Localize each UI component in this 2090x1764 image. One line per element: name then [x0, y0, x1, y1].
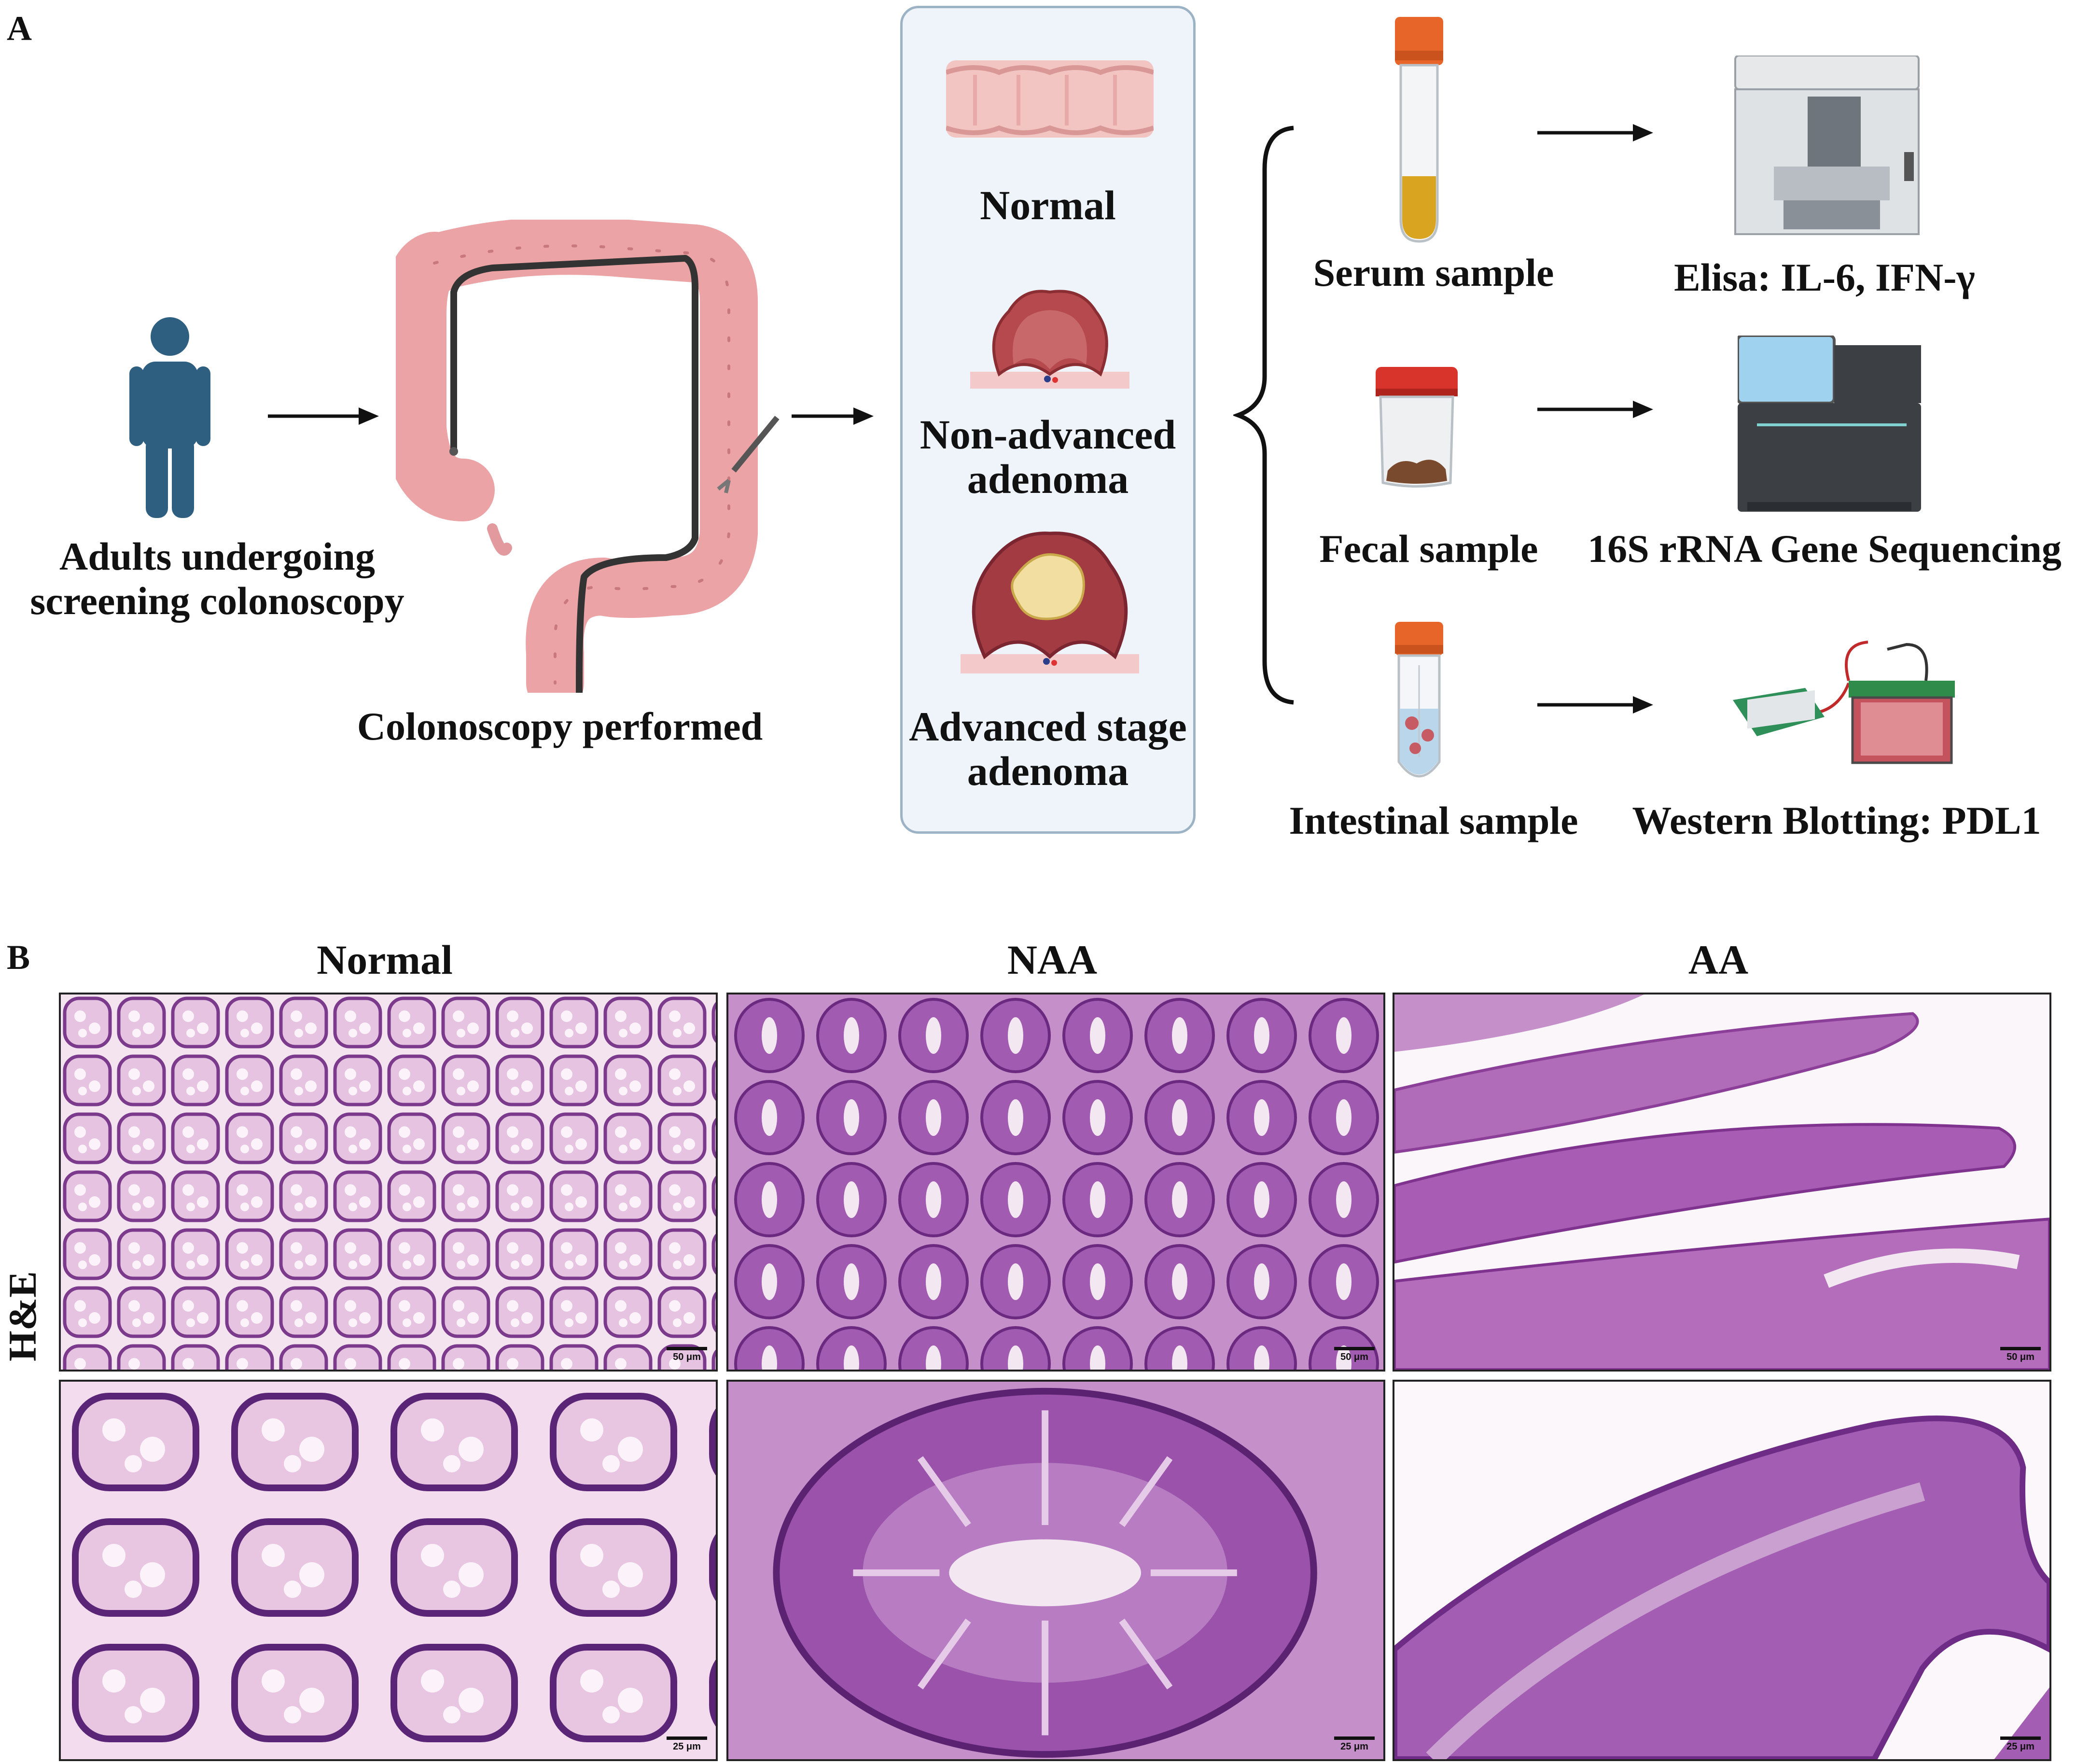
- serum-sample-label: Serum sample: [1313, 251, 1554, 294]
- scale-bar: 25 μm: [1334, 1736, 1375, 1752]
- arrow-icon: [1537, 401, 1653, 418]
- scale-bar: 50 μm: [2000, 1347, 2041, 1363]
- sequencer-icon: [1738, 336, 1921, 512]
- arrow-icon: [1537, 124, 1653, 141]
- naa-polyp-icon: [970, 290, 1129, 389]
- he-tile-naa-high: 25 μm: [726, 1380, 1385, 1761]
- arrow-icon: [1537, 696, 1653, 714]
- western-label: Western Blotting: PDL1: [1632, 798, 2041, 842]
- he-tile-naa-low: 50 μm: [726, 993, 1385, 1372]
- person-label-line2: screening colonoscopy: [30, 579, 404, 623]
- serum-tube-icon: [1395, 17, 1443, 243]
- stage-naa-label-line2: adenoma: [967, 456, 1129, 502]
- intestinal-sample-label: Intestinal sample: [1289, 798, 1578, 842]
- western-blot-icon: [1733, 641, 1955, 764]
- row-label-he: H&E: [0, 1271, 44, 1361]
- fecal-sample-label: Fecal sample: [1319, 527, 1538, 571]
- stage-normal-label: Normal: [980, 182, 1116, 228]
- scale-bar: 25 μm: [2000, 1736, 2041, 1752]
- stage-aa-label-line2: adenoma: [967, 748, 1129, 794]
- panel-a-letter: A: [7, 9, 32, 48]
- scale-bar: 50 μm: [667, 1347, 707, 1363]
- fecal-container-icon: [1376, 367, 1458, 488]
- normal-mucosa-icon: [946, 60, 1154, 138]
- he-tile-normal-high: 25 μm: [59, 1380, 718, 1761]
- elisa-label: Elisa: IL-6, IFN-γ: [1674, 255, 1975, 299]
- intestinal-tube-icon: [1395, 622, 1443, 778]
- panel-b-letter: B: [7, 938, 30, 977]
- stage-naa-label-line1: Non-advanced: [920, 411, 1176, 458]
- colon-label: Colonoscopy performed: [357, 704, 763, 748]
- he-tile-normal-low: 50 μm: [59, 993, 718, 1372]
- arrow-icon: [792, 407, 874, 425]
- column-header-naa: NAA: [1007, 937, 1098, 983]
- column-header-aa: AA: [1688, 937, 1749, 983]
- sequencing-label: 16S rRNA Gene Sequencing: [1588, 527, 2062, 571]
- person-label-line1: Adults undergoing: [59, 534, 375, 578]
- person-icon: [129, 317, 210, 518]
- brace-icon: [1233, 126, 1294, 705]
- he-tile-aa-low: 50 μm: [1393, 993, 2051, 1372]
- aa-polyp-icon: [961, 532, 1139, 673]
- he-tile-aa-high: 25 μm: [1393, 1380, 2051, 1761]
- scale-bar: 25 μm: [667, 1736, 707, 1752]
- scale-bar: 50 μm: [1334, 1347, 1375, 1363]
- arrow-icon: [268, 407, 379, 425]
- colon-icon: [396, 220, 780, 693]
- stage-aa-label-line1: Advanced stage: [909, 703, 1187, 750]
- stage-box: [900, 6, 1196, 834]
- elisa-reader-icon: [1734, 56, 1920, 235]
- column-header-normal: Normal: [317, 937, 453, 983]
